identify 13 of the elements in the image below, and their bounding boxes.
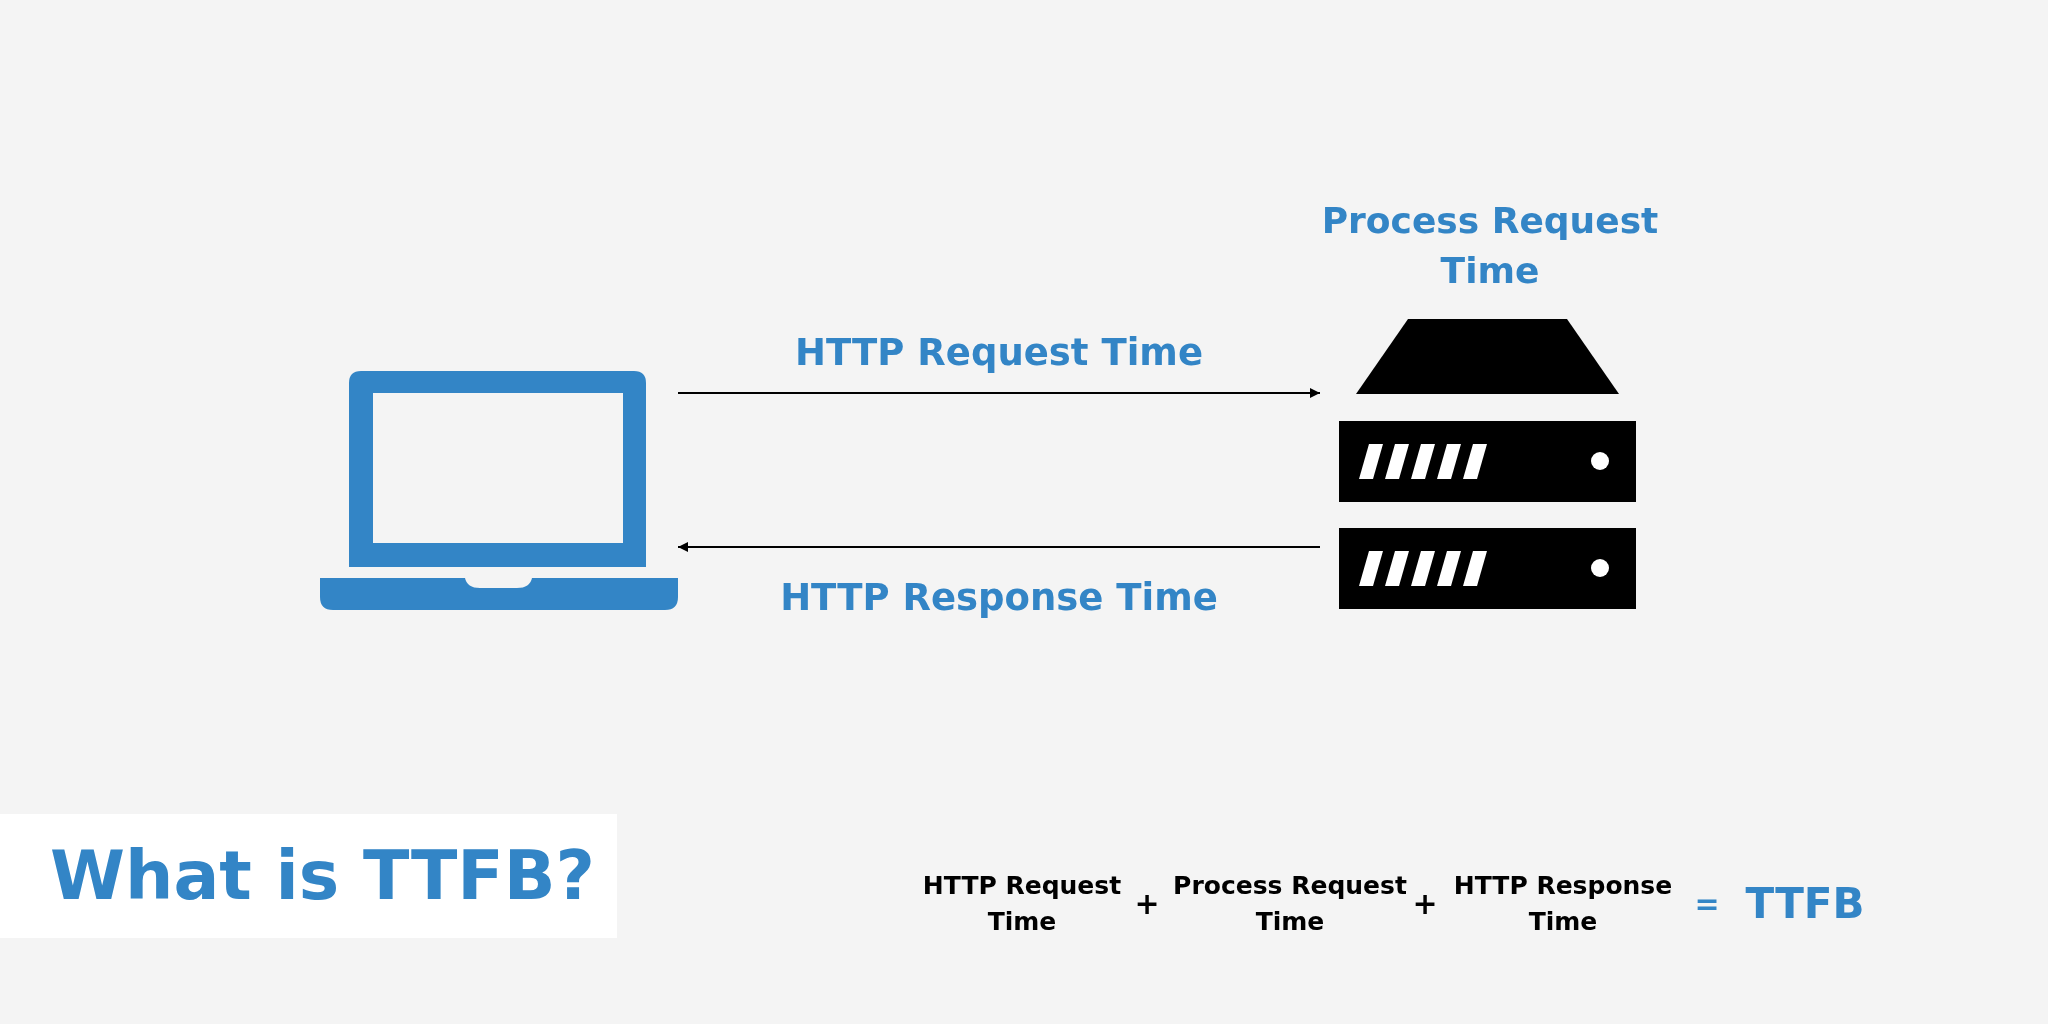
title: What is TTFB? [50, 835, 595, 917]
formula-term: Process Request Time [1172, 870, 1408, 938]
formula-term: HTTP Response Time [1452, 870, 1674, 938]
formula-result: TTFB [1744, 886, 1866, 922]
edge-label: HTTP Request Time [794, 330, 1204, 376]
node-heading: Process Request Time [1320, 199, 1660, 293]
edge-label: HTTP Response Time [779, 575, 1219, 621]
plus-sign: + [1411, 886, 1439, 922]
equals-sign: = [1693, 886, 1721, 922]
arrow [677, 388, 1321, 398]
arrow [677, 542, 1321, 552]
plus-sign: + [1133, 886, 1161, 922]
formula-term: HTTP Request Time [922, 870, 1122, 938]
